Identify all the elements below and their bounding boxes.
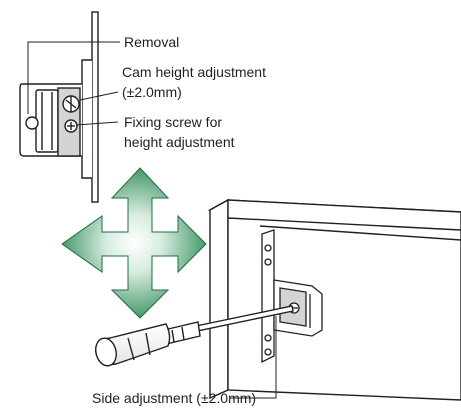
- mounted-hinge: [261, 229, 323, 364]
- hinge-recess: [35, 89, 59, 153]
- label-cam-height-adjustment: Cam height adjustment: [122, 64, 266, 80]
- label-cam-height-range: (±2.0mm): [122, 84, 182, 100]
- removal-lever-icon: [25, 116, 39, 130]
- mounting-plate: [81, 59, 92, 179]
- screw-head-icon: [64, 119, 78, 133]
- leader-lines-top: [27, 41, 120, 126]
- side-panel-edge: [91, 11, 99, 203]
- label-height-adjustment: height adjustment: [124, 134, 235, 150]
- cabinet-door: [207, 198, 461, 401]
- hinge-detail: [19, 11, 99, 203]
- leader-line-side: [230, 316, 277, 399]
- label-removal: Removal: [124, 34, 180, 50]
- label-fixing-screw: Fixing screw for: [124, 114, 223, 130]
- label-side-adjustment: Side adjustment (±2.0mm): [92, 390, 257, 406]
- adjustment-arrows-icon: [61, 167, 207, 319]
- cam-screw-icon: [62, 95, 80, 113]
- screwdriver-icon: [95, 305, 294, 367]
